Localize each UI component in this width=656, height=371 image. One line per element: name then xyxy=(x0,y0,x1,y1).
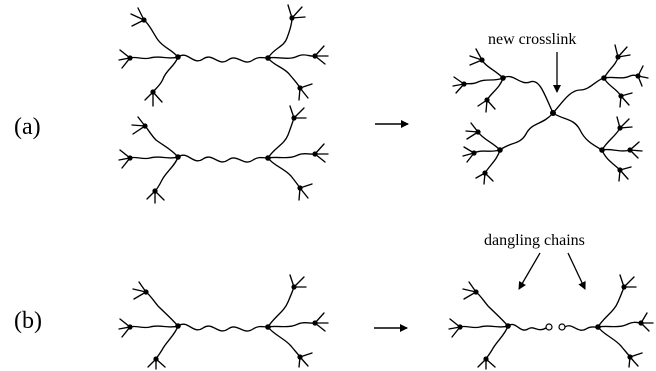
new-crosslink-annotation: new crosslink xyxy=(488,31,576,48)
dangling-chains-annotation: dangling chains xyxy=(484,232,585,249)
panel-b-label: (b) xyxy=(14,308,42,334)
dangling-chain-end-left xyxy=(545,323,553,331)
panel-a-label: (a) xyxy=(14,114,41,140)
dangling-pointer-arrow-left xyxy=(518,252,541,290)
dangling-chain-end-right xyxy=(558,323,566,331)
panel-b-right-network xyxy=(448,274,654,370)
panel-a-left-network xyxy=(118,4,329,204)
panel-a-right-network xyxy=(452,44,649,185)
panel-b-left-network xyxy=(118,274,329,370)
dangling-pointer-arrow-right xyxy=(567,252,586,290)
